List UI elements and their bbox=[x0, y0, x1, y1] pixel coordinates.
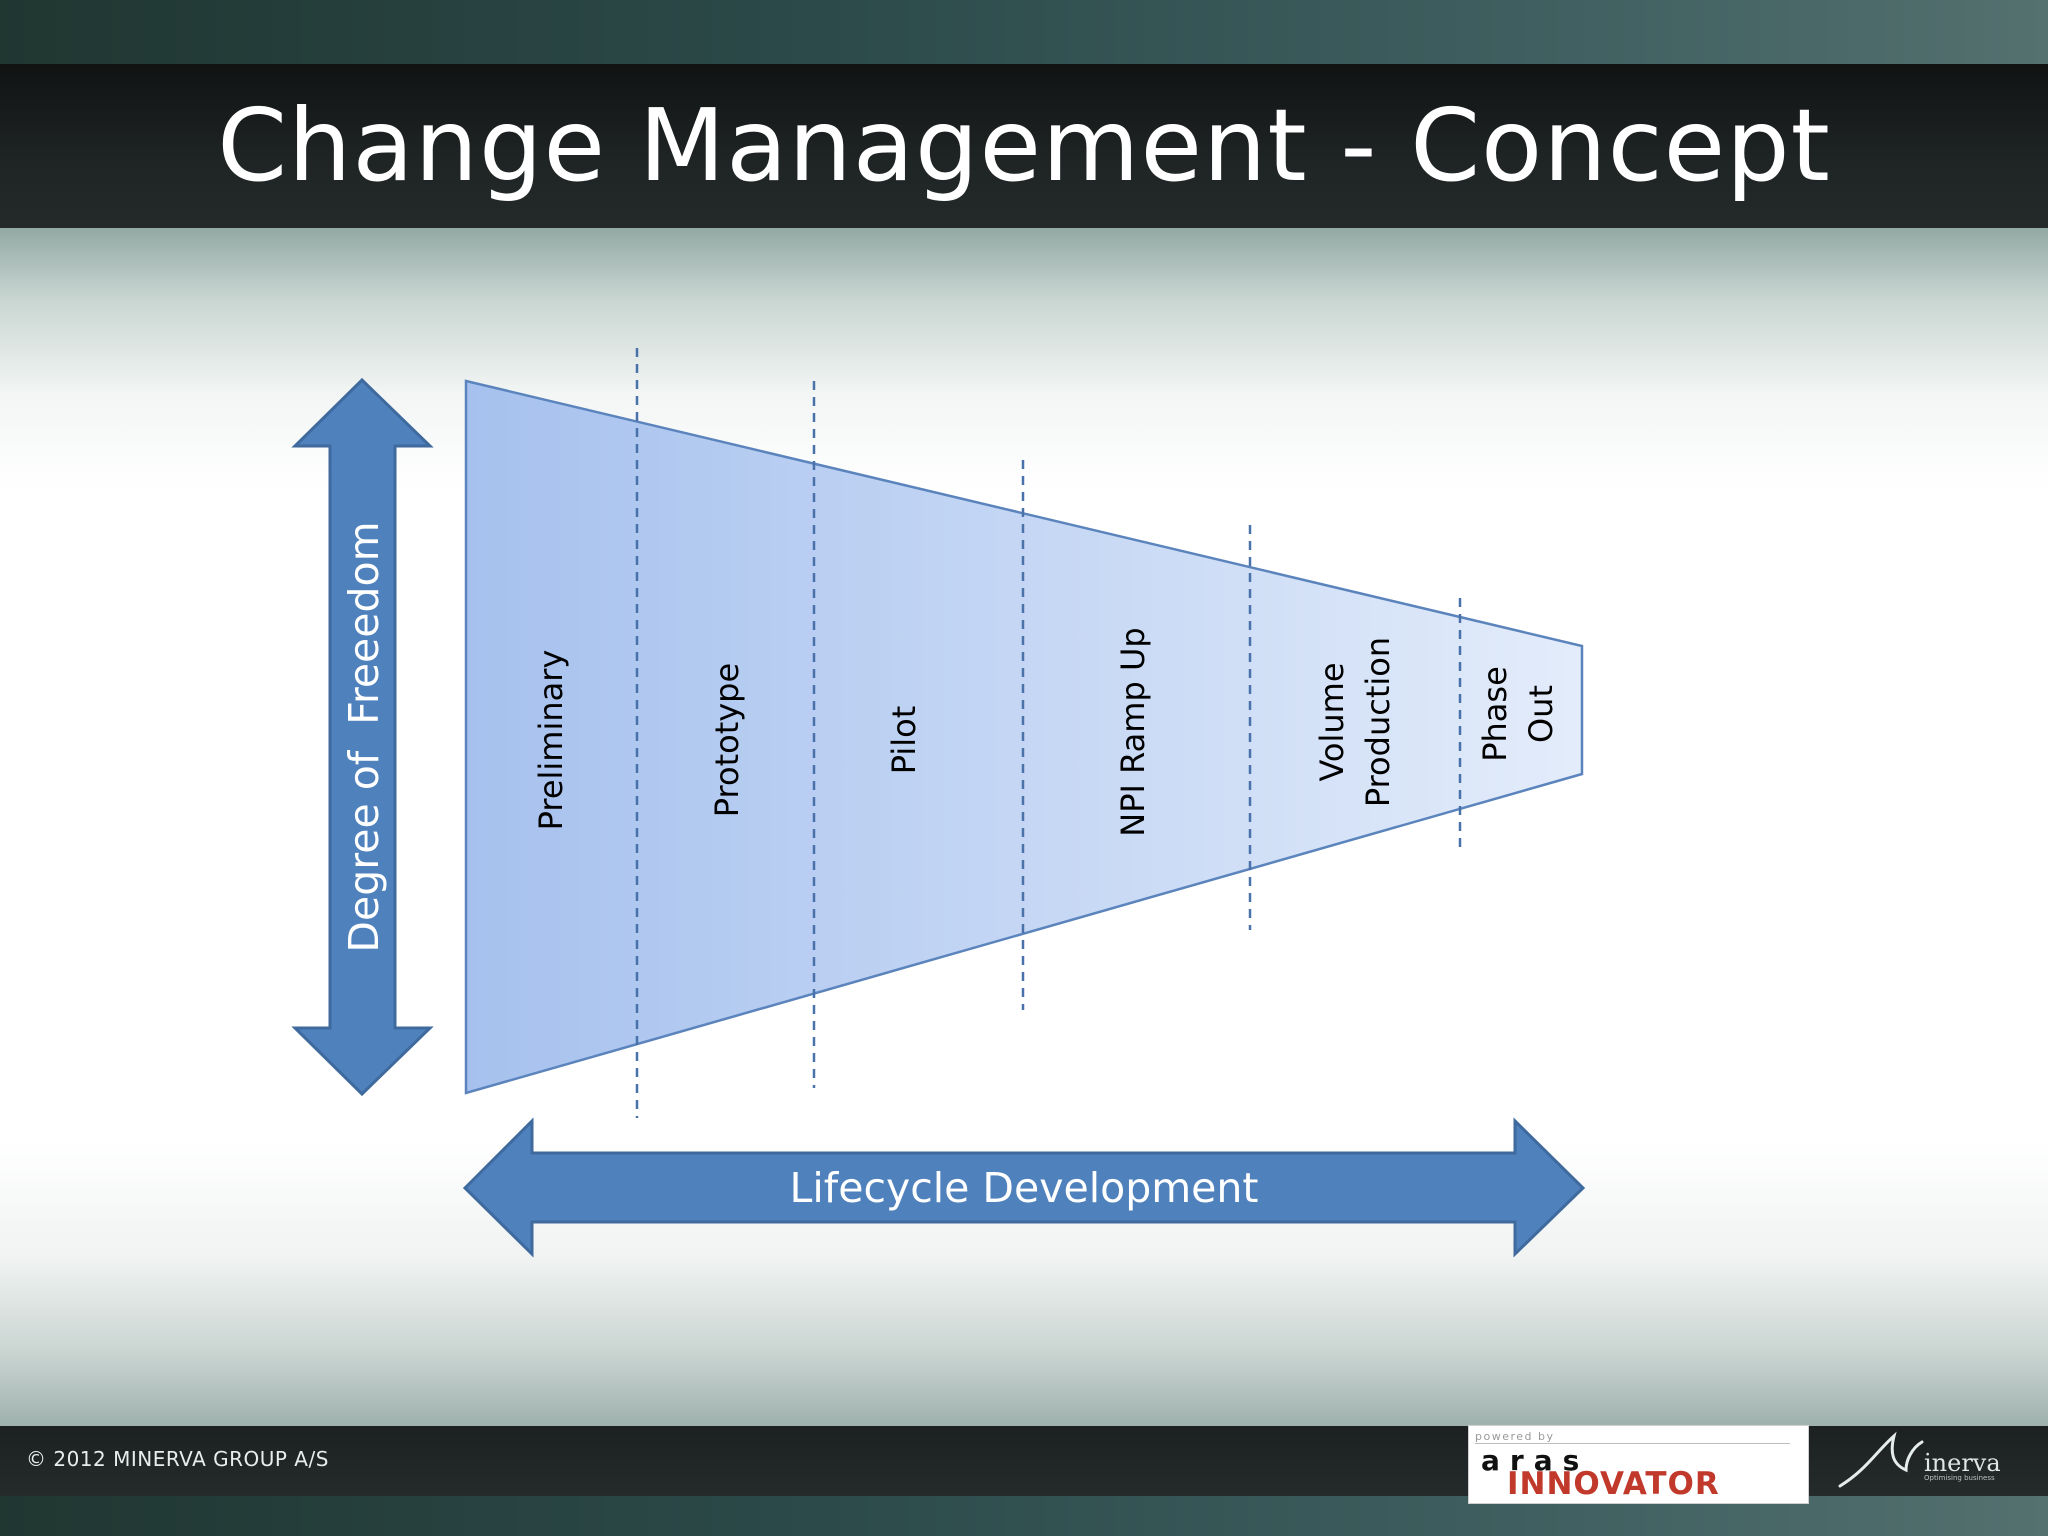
phase-label-line: Pilot bbox=[885, 706, 923, 775]
vertical-double-arrow bbox=[291, 377, 434, 1097]
aras-word: aras bbox=[1481, 1444, 1590, 1477]
phase-labels: Preliminary Prototype Pilot NPI Ramp Up Volu… bbox=[532, 627, 1560, 836]
horizontal-arrow-label: Lifecycle Development bbox=[790, 1164, 1259, 1212]
vertical-arrow-label: Degree of Freeedom bbox=[340, 521, 388, 952]
aras-product-name: INNOVATOR bbox=[1507, 1466, 1720, 1502]
minerva-logo-mark bbox=[1838, 1431, 1924, 1488]
phase-label-line: Phase bbox=[1476, 666, 1514, 762]
phase-label: Pilot bbox=[885, 706, 923, 775]
phase-label: NPI Ramp Up bbox=[1114, 627, 1152, 836]
phase-label-line: Volume bbox=[1313, 662, 1351, 781]
horizontal-double-arrow bbox=[462, 1117, 1586, 1258]
title-bar: Change Management - Concept bbox=[0, 64, 2048, 228]
phase-label-line: Out bbox=[1522, 685, 1560, 743]
aras-innovator-logo: powered by aras INNOVATOR bbox=[1468, 1425, 1809, 1504]
phase-label-line: Prototype bbox=[708, 663, 746, 817]
phase-label-line: Production bbox=[1359, 637, 1397, 807]
slide-title: Change Management - Concept bbox=[217, 87, 1831, 204]
phase-label: Prototype bbox=[708, 663, 746, 817]
minerva-tagline: Optimising business bbox=[1924, 1474, 1995, 1482]
phase-dividers bbox=[635, 348, 1462, 1118]
phase-label-line: NPI Ramp Up bbox=[1114, 627, 1152, 836]
aras-logo-rule bbox=[1475, 1443, 1790, 1444]
aras-powered-by: powered by bbox=[1475, 1430, 1555, 1443]
minerva-word: inerva bbox=[1924, 1449, 2001, 1477]
phase-label: Preliminary bbox=[532, 650, 570, 831]
copyright-text: © 2012 MINERVA GROUP A/S bbox=[26, 1447, 329, 1471]
phase-label-line: Preliminary bbox=[532, 650, 570, 831]
top-background-strip bbox=[0, 0, 2048, 64]
minerva-swoosh-icon bbox=[1838, 1431, 1924, 1488]
